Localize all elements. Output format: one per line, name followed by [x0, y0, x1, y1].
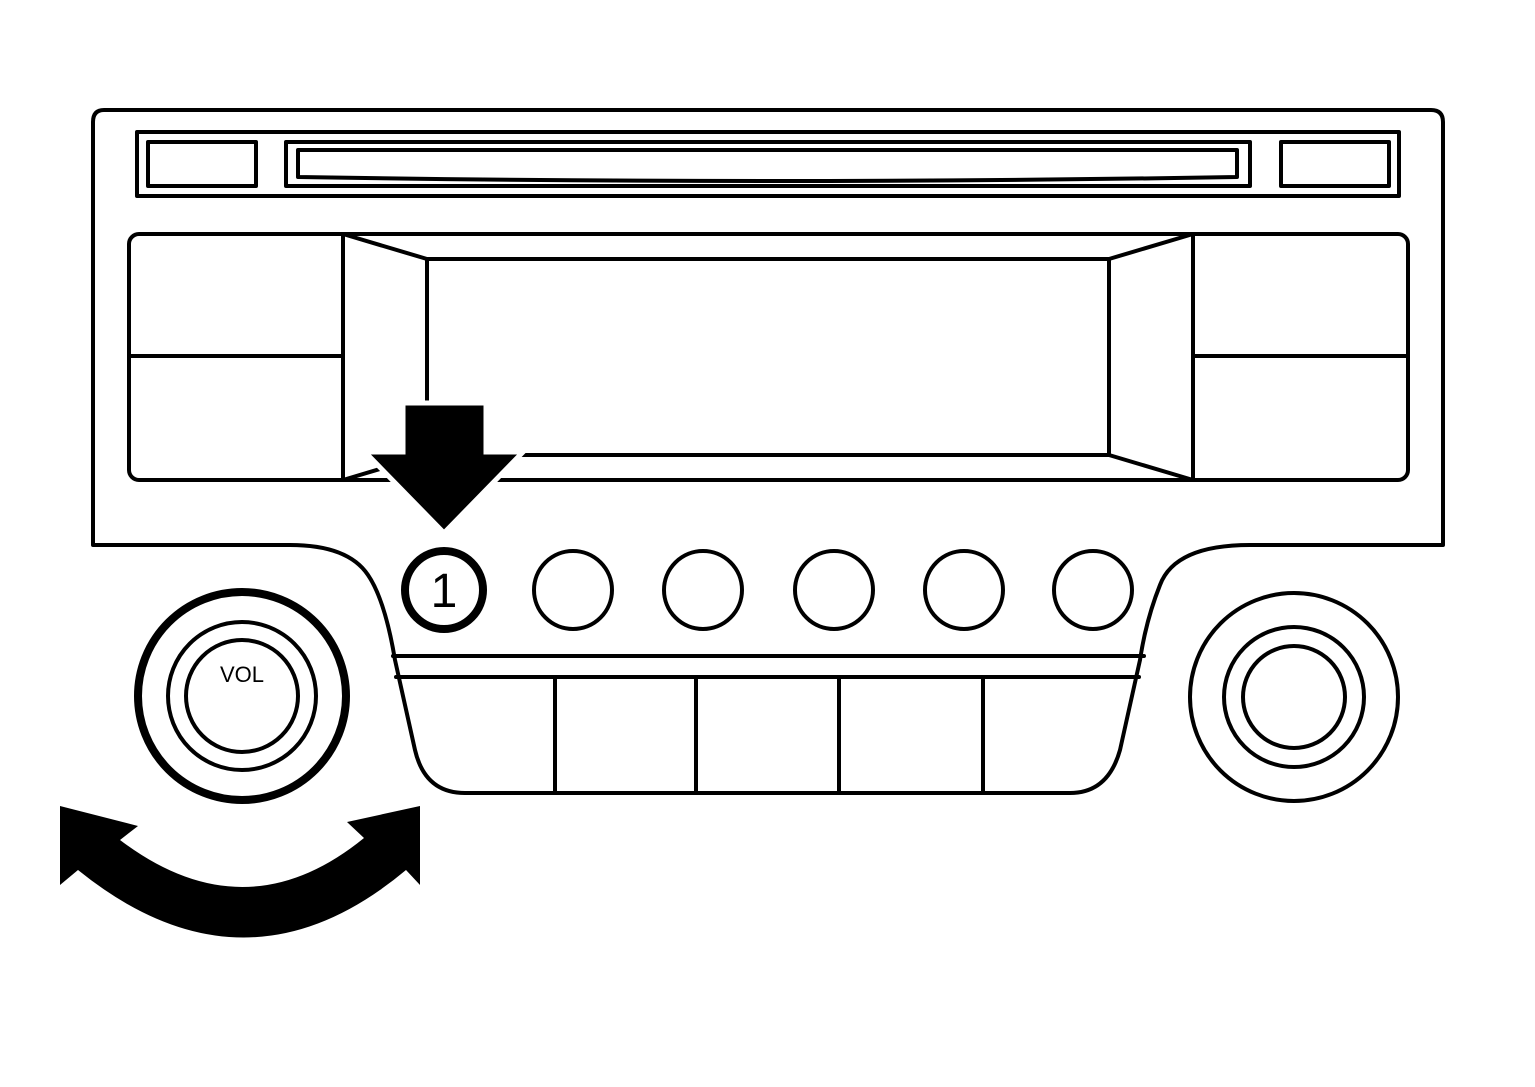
rotate-double-arrow-icon	[60, 806, 420, 938]
right-knob[interactable]	[1188, 591, 1400, 803]
lower-button-1[interactable]	[410, 677, 555, 793]
right-knob-middle-ring	[1222, 625, 1366, 769]
eject-button-left[interactable]	[146, 140, 258, 188]
preset-buttons: 1	[401, 547, 1134, 633]
preset-button-label: 1	[431, 565, 458, 618]
head-unit-bezel	[91, 108, 1445, 795]
volume-knob-outer-ring	[134, 588, 350, 804]
preset-button-ring	[662, 549, 744, 631]
volume-knob-middle-ring	[166, 620, 318, 772]
lower-button-2[interactable]	[555, 677, 696, 793]
preset-button-ring	[923, 549, 1005, 631]
preset-button-ring	[793, 549, 875, 631]
display-screen	[425, 257, 1111, 457]
lower-button-5[interactable]	[983, 677, 1126, 793]
volume-knob-cap	[184, 638, 300, 754]
cd-slot-outer	[284, 140, 1252, 188]
preset-button-6[interactable]	[1052, 549, 1134, 631]
preset-button-2[interactable]	[532, 549, 614, 631]
cd-slot-opening[interactable]	[296, 148, 1239, 183]
display-bevel-tr	[1107, 232, 1195, 261]
preset-button-3[interactable]	[662, 549, 744, 631]
cd-slot-panel	[135, 130, 1401, 198]
preset-button-ring	[532, 549, 614, 631]
button-right-top[interactable]	[1279, 140, 1391, 188]
right-knob-outer-ring	[1188, 591, 1400, 803]
display-bevel-tl	[341, 232, 429, 261]
volume-knob-label: VOL	[220, 662, 264, 687]
preset-button-ring	[401, 547, 487, 633]
lower-button-3[interactable]	[696, 677, 839, 793]
volume-knob[interactable]: VOL	[134, 588, 350, 804]
display-bevel-br	[1107, 453, 1195, 482]
preset-button-4[interactable]	[793, 549, 875, 631]
lower-button-4[interactable]	[839, 677, 983, 793]
down-arrow-icon	[359, 400, 529, 537]
right-knob-cap	[1241, 644, 1347, 750]
preset-button-ring	[1052, 549, 1134, 631]
preset-button-1[interactable]: 1	[401, 547, 487, 633]
preset-button-5[interactable]	[923, 549, 1005, 631]
